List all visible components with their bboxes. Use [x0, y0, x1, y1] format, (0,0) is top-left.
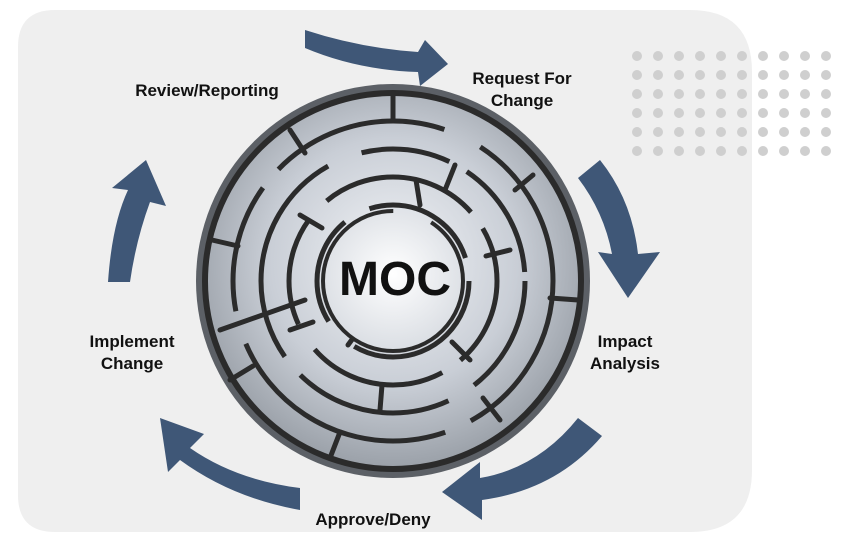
- grid-dot: [653, 108, 663, 118]
- grid-dot: [800, 127, 810, 137]
- grid-dot: [695, 51, 705, 61]
- grid-dot: [800, 51, 810, 61]
- grid-dot: [695, 70, 705, 80]
- grid-dot: [800, 108, 810, 118]
- grid-dot: [758, 146, 768, 156]
- grid-dot: [716, 127, 726, 137]
- grid-dot: [779, 51, 789, 61]
- maze-icon: [196, 84, 590, 478]
- grid-dot: [821, 108, 831, 118]
- grid-dot: [737, 51, 747, 61]
- grid-dot: [674, 51, 684, 61]
- grid-dot: [695, 89, 705, 99]
- grid-dot: [674, 146, 684, 156]
- grid-dot: [779, 146, 789, 156]
- grid-dot: [737, 108, 747, 118]
- cycle-arrow-icon: [578, 160, 660, 298]
- grid-dot: [821, 70, 831, 80]
- grid-dot: [779, 89, 789, 99]
- grid-dot: [737, 89, 747, 99]
- cycle-arrow-icon: [305, 30, 448, 86]
- cycle-arrow-icon: [160, 418, 300, 510]
- grid-dot: [758, 108, 768, 118]
- stage-label-impact-analysis: Impact Analysis: [590, 332, 660, 373]
- cycle-arrows: [108, 30, 660, 520]
- grid-dot: [800, 89, 810, 99]
- dot-grid-icon: [632, 51, 831, 156]
- grid-dot: [653, 146, 663, 156]
- grid-dot: [758, 89, 768, 99]
- grid-dot: [737, 146, 747, 156]
- cycle-arrow-icon: [108, 160, 166, 282]
- moc-center-label: MOC: [339, 253, 451, 306]
- grid-dot: [758, 51, 768, 61]
- grid-dot: [632, 70, 642, 80]
- grid-dot: [653, 127, 663, 137]
- grid-dot: [821, 127, 831, 137]
- grid-dot: [737, 127, 747, 137]
- grid-dot: [737, 70, 747, 80]
- grid-dot: [779, 70, 789, 80]
- grid-dot: [674, 108, 684, 118]
- grid-dot: [632, 127, 642, 137]
- grid-dot: [695, 127, 705, 137]
- grid-dot: [695, 146, 705, 156]
- grid-dot: [716, 146, 726, 156]
- grid-dot: [653, 51, 663, 61]
- grid-dot: [674, 70, 684, 80]
- grid-dot: [779, 108, 789, 118]
- grid-dot: [695, 108, 705, 118]
- grid-dot: [758, 70, 768, 80]
- grid-dot: [632, 51, 642, 61]
- grid-dot: [674, 127, 684, 137]
- grid-dot: [632, 108, 642, 118]
- cycle-arrow-icon: [442, 418, 602, 520]
- grid-dot: [716, 108, 726, 118]
- grid-dot: [821, 51, 831, 61]
- stage-label-approve-deny: Approve/Deny: [315, 510, 431, 529]
- grid-dot: [821, 89, 831, 99]
- stage-label-implement-change: Implement Change: [89, 332, 175, 373]
- grid-dot: [632, 89, 642, 99]
- grid-dot: [716, 51, 726, 61]
- grid-dot: [674, 89, 684, 99]
- grid-dot: [716, 70, 726, 80]
- grid-dot: [632, 146, 642, 156]
- grid-dot: [716, 89, 726, 99]
- grid-dot: [800, 70, 810, 80]
- grid-dot: [779, 127, 789, 137]
- grid-dot: [800, 146, 810, 156]
- stage-label-request-for-change: Request For Change: [472, 69, 572, 110]
- stage-label-review-reporting: Review/Reporting: [135, 81, 279, 100]
- grid-dot: [653, 89, 663, 99]
- grid-dot: [653, 70, 663, 80]
- grid-dot: [758, 127, 768, 137]
- grid-dot: [821, 146, 831, 156]
